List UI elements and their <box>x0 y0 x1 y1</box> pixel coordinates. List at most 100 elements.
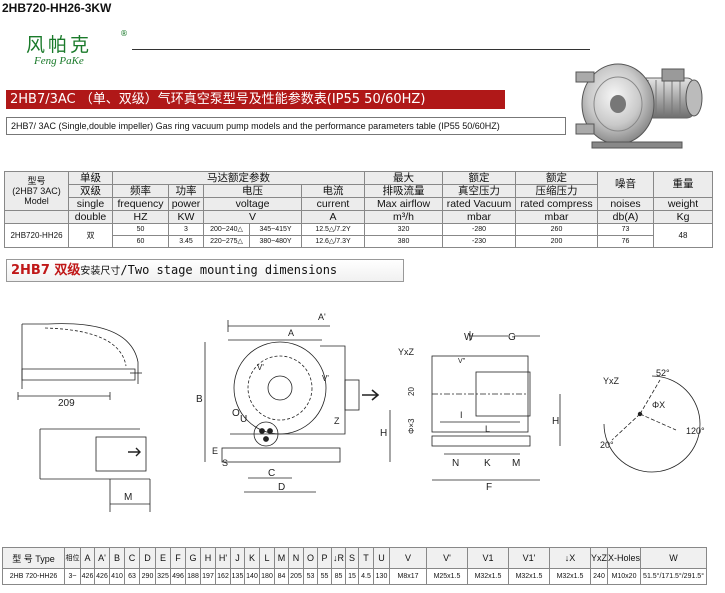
spec-airflow-60: 380 <box>364 235 443 248</box>
dim-O-label: O <box>232 408 240 419</box>
performance-spec-table: 型号 (2HB7 3AC) Model 单级 马达额定参数 最大 额定 额定 噪… <box>4 171 713 248</box>
spec-vacuum-50: -280 <box>442 223 516 236</box>
spec-airflow-50: 320 <box>364 223 443 236</box>
section-title-en: /Two stage mounting dimensions <box>120 263 338 277</box>
dims-value-M: 84 <box>274 568 289 585</box>
dims-value-V-prime: M25x1.5 <box>426 568 468 585</box>
spec-noise-60: 76 <box>597 235 654 248</box>
stage-header-cn2: 双级 <box>68 184 113 198</box>
dims-header-L: L <box>259 547 275 569</box>
dim-M-label: M <box>124 492 132 503</box>
stage-header-en1: single <box>68 197 113 211</box>
document-title: 2HB720-HH26-3KW <box>2 1 112 15</box>
v-double-prime-label: V'' <box>458 358 465 365</box>
dims-value-H-prime: 162 <box>215 568 231 585</box>
dims-value-N: 205 <box>288 568 304 585</box>
dim-U-label: U <box>240 414 247 425</box>
dim-Z-label: Z <box>334 416 340 426</box>
noise-header-en: noises <box>597 197 654 211</box>
dims-value-V: M8x17 <box>389 568 427 585</box>
dim-209-label: 209 <box>58 398 75 409</box>
dims-value-E: 325 <box>155 568 171 585</box>
dims-value-A-prime: 426 <box>94 568 110 585</box>
dims-value-K: 140 <box>244 568 260 585</box>
dims-header-T: T <box>358 547 374 569</box>
spec-power-50: 3 <box>168 223 204 236</box>
spec-voltage2-60: 380~480Y <box>249 235 302 248</box>
pump-photo <box>575 63 703 149</box>
dim-A-prime-label: A' <box>318 312 326 322</box>
model-header-en: Model <box>24 196 49 206</box>
dims-value-X: M32x1.5 <box>549 568 591 585</box>
drawing-flange-detail: YxZ 52° 20° 120° ΦX <box>600 368 705 473</box>
dim-G-label: G <box>508 332 516 343</box>
dims-header-G: G <box>185 547 201 569</box>
dims-header-R: ↓R <box>331 547 346 569</box>
dim-M-top-label: M <box>512 458 520 469</box>
dims-header-P: P <box>317 547 332 569</box>
spec-model-cell: 2HB720-HH26 <box>4 223 69 248</box>
drawing-top-view: YxZ W G V'' Φ×3 20 I L N K M F H <box>398 331 561 493</box>
stage-header-cn: 单级 <box>68 171 113 185</box>
weight-header-cn: 重量 <box>653 171 713 198</box>
dims-value-V1-prime: M32x1.5 <box>508 568 550 585</box>
spec-compress-50: 260 <box>515 223 598 236</box>
yxz-label: YxZ <box>398 347 415 357</box>
angle-20-label: 20° <box>600 440 614 450</box>
dims-value-G: 188 <box>185 568 201 585</box>
voltage-unit: V <box>203 210 302 224</box>
power-header-cn: 功率 <box>168 184 204 198</box>
dim-A-label: A <box>288 328 294 338</box>
dims-header-J: J <box>230 547 245 569</box>
dims-header-B: B <box>109 547 125 569</box>
dimensions-table: 型 号 Type 相位 A A' B C D E F G H H' J K L … <box>2 547 719 585</box>
freq-header-cn: 频率 <box>112 184 169 198</box>
phi-x-label: ΦX <box>652 400 665 410</box>
current-header-en: current <box>301 197 365 211</box>
dims-header-YxZ: YxZ <box>589 547 609 569</box>
dims-header-A: A <box>80 547 95 569</box>
dims-value-W: 51.5°/171.5°/291.5° <box>640 568 708 585</box>
angle-52-label: 52° <box>656 368 670 378</box>
dims-value-A: 426 <box>80 568 95 585</box>
stage-header-en2: double <box>68 210 113 224</box>
compress-header-cn1: 额定 <box>515 171 598 185</box>
spec-current-60: 12.6△/7.3Y <box>301 235 365 248</box>
dim-C-label: C <box>268 468 275 479</box>
dim-B-label: B <box>196 394 203 405</box>
dims-header-C: C <box>124 547 140 569</box>
model-header-code: (2HB7 3AC) <box>12 186 61 196</box>
dim-H-top-label: H <box>552 416 559 427</box>
dims-value-L: 180 <box>259 568 275 585</box>
v-prime-label: V' <box>322 374 329 383</box>
dims-header-H: H <box>200 547 216 569</box>
airflow-header-en: Max airflow <box>364 197 443 211</box>
airflow-unit: m³/h <box>364 210 443 224</box>
dim-I-label: I <box>460 410 463 420</box>
freq-header-en: frequency <box>112 197 169 211</box>
dims-header-F: F <box>170 547 186 569</box>
airflow-header-cn2: 排吸流量 <box>364 184 443 198</box>
dim-F-label: F <box>486 482 492 493</box>
spec-freq-60: 60 <box>112 235 169 248</box>
spec-voltage2-50: 345~415Y <box>249 223 302 236</box>
dims-header-phase: 相位 <box>64 547 81 569</box>
dims-value-B: 410 <box>109 568 125 585</box>
spec-power-60: 3.45 <box>168 235 204 248</box>
spec-freq-50: 50 <box>112 223 169 236</box>
dim-S-label: S <box>222 458 228 468</box>
dims-header-U: U <box>373 547 390 569</box>
dims-header-K: K <box>244 547 260 569</box>
depth-20-label: 20 <box>407 387 416 396</box>
mounting-dimensions-header: 2HB7 双级安装尺寸/Two stage mounting dimension… <box>6 259 404 282</box>
spec-noise-50: 73 <box>597 223 654 236</box>
v-prime-top-label: V' <box>257 363 264 372</box>
dims-value-U: 130 <box>373 568 390 585</box>
noise-header-cn: 噪音 <box>597 171 654 198</box>
dims-value-T: 4.5 <box>358 568 374 585</box>
dims-value-R: 85 <box>331 568 346 585</box>
dims-header-H-prime: H' <box>215 547 231 569</box>
dims-header-V: V <box>389 547 427 569</box>
dims-header-X: ↓X <box>549 547 591 569</box>
mounting-drawings: 209 M A' A V' V' B O U E S C D Z H <box>17 312 705 512</box>
